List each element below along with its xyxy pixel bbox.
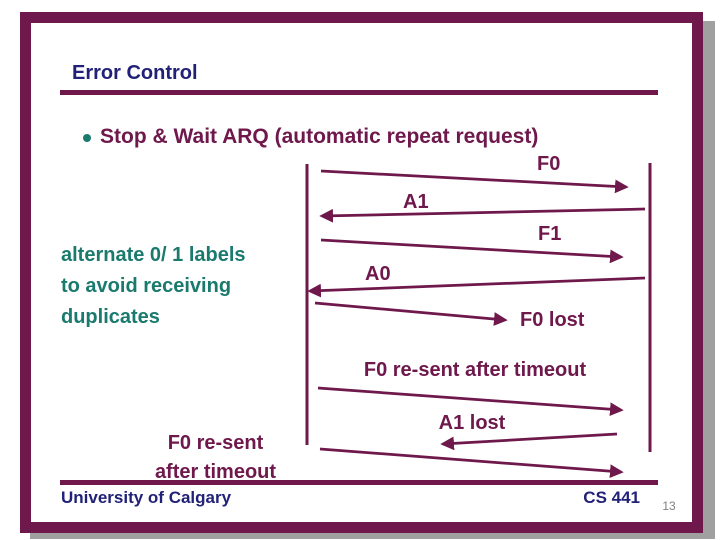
side-note-line: alternate 0/ 1 labels	[61, 244, 246, 266]
left-caption-line: after timeout	[154, 461, 277, 483]
footer-university: University of Calgary	[61, 488, 232, 507]
footer-separator	[60, 480, 658, 485]
side-note: alternate 0/ 1 labels to avoid receiving…	[61, 240, 291, 333]
left-caption: F0 re-sent after timeout	[138, 429, 293, 487]
left-caption-line: F0 re-sent	[167, 432, 264, 454]
bullet-icon	[83, 134, 91, 142]
page-number: 13	[662, 499, 676, 513]
side-note-line: duplicates	[61, 306, 160, 328]
footer-course: CS 441	[583, 488, 640, 507]
slide-title: Error Control	[72, 62, 198, 84]
title-underline	[60, 90, 658, 95]
bullet-text: Stop & Wait ARQ (automatic repeat reques…	[100, 125, 539, 148]
slide-frame	[20, 12, 703, 533]
side-note-line: to avoid receiving	[61, 275, 232, 297]
